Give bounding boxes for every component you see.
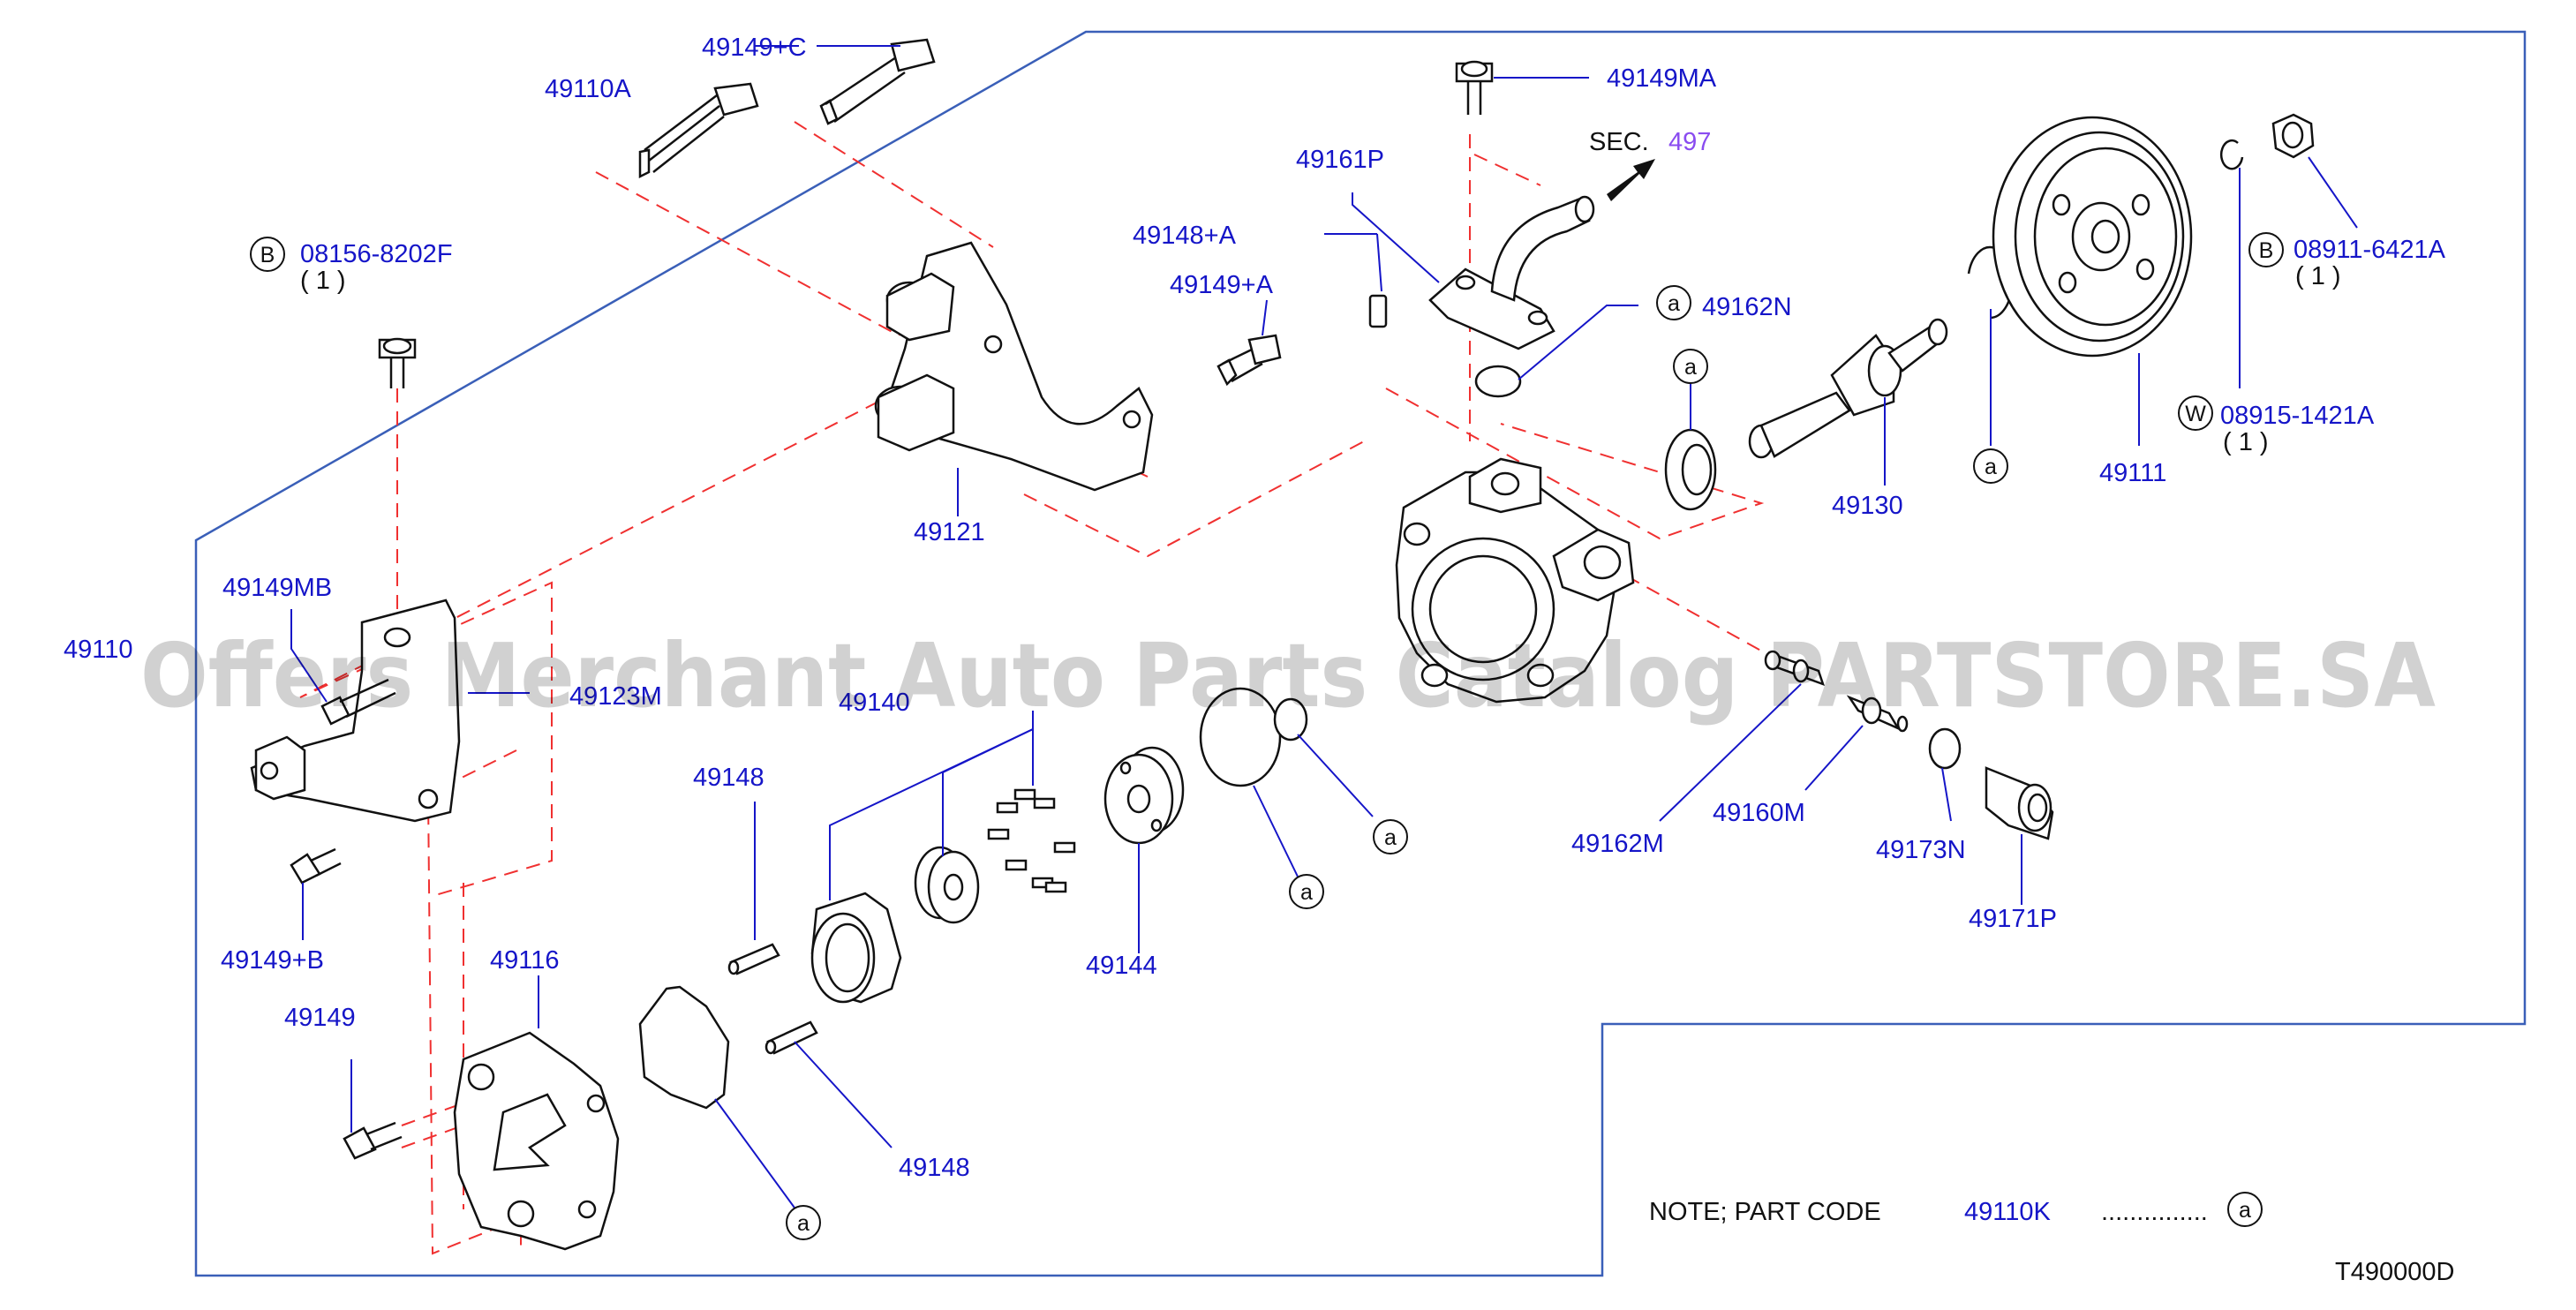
diagram-id: T490000D (2335, 1258, 2454, 1286)
label-49121: 49121 (914, 518, 985, 546)
label-49116: 49116 (490, 946, 560, 975)
label-49162n: 49162N (1702, 293, 1792, 321)
pulley-49111 (1992, 116, 2193, 358)
label-49149: 49149 (284, 1004, 356, 1032)
flow-valve-49162m (1764, 650, 1826, 687)
label-49149ma: 49149MA (1607, 64, 1717, 93)
bolt-49149 (343, 1121, 403, 1160)
svg-text:a: a (1684, 355, 1697, 380)
label-49110: 49110 (64, 636, 133, 664)
label-49130: 49130 (1832, 492, 1903, 520)
label-08911: 08911-6421A (2294, 236, 2446, 264)
vanes (987, 788, 1076, 893)
callout-b-08911: B (2248, 232, 2284, 267)
sec-arrow (1607, 159, 1655, 201)
label-49173n: 49173N (1876, 836, 1966, 864)
label-08156-qty: ( 1 ) (300, 267, 346, 295)
pump-body (1395, 457, 1635, 704)
svg-text:W: W (2185, 402, 2206, 426)
o-ring-small (1273, 697, 1308, 742)
svg-text:a: a (2239, 1198, 2251, 1223)
bolt-49110a (638, 82, 759, 179)
note-dots: ............... (2101, 1198, 2208, 1226)
svg-text:a: a (797, 1211, 810, 1236)
note-text: NOTE; PART CODE (1649, 1198, 1881, 1226)
callout-b-08156: B (250, 237, 285, 272)
pin-49148-upper (727, 943, 780, 975)
svg-text:B: B (2259, 238, 2274, 263)
label-49110a: 49110A (545, 75, 631, 103)
callout-a-o-ring-small: a (1373, 819, 1408, 855)
label-49149c: 49149+C (702, 34, 807, 62)
label-49111: 49111 (2099, 459, 2166, 487)
label-49148-top: 49148 (693, 764, 765, 792)
label-49140: 49140 (839, 689, 910, 717)
callout-a-seal: a (1673, 349, 1708, 384)
assembly-frame (194, 30, 2527, 1277)
label-08915-qty: ( 1 ) (2223, 428, 2269, 456)
svg-text:a: a (1300, 880, 1313, 905)
label-49149mb: 49149MB (222, 574, 332, 602)
valve-49160m (1846, 695, 1909, 733)
o-ring-large (1199, 687, 1282, 787)
watermark: Offers Merchant Auto Parts Catalog PARTS… (140, 624, 2436, 727)
callout-a-49162n: a (1656, 285, 1691, 320)
bolt-49149b (290, 847, 342, 885)
label-49161p: 49161P (1296, 146, 1384, 174)
label-sec-number: 497 (1668, 128, 1711, 156)
label-49160m: 49160M (1713, 799, 1805, 827)
callout-a-gasket: a (786, 1205, 821, 1240)
bolt-08156 (378, 337, 417, 388)
svg-text:a: a (1384, 825, 1397, 850)
label-08911-qty: ( 1 ) (2295, 262, 2341, 290)
bolt-49149ma (1455, 60, 1494, 115)
connector-49171p (1985, 766, 2054, 840)
callout-a-snap-ring: a (1973, 448, 2008, 484)
shaft-49130 (1748, 318, 1948, 459)
pipe-49161p (1428, 195, 1595, 350)
label-08156: 08156-8202F (300, 240, 453, 268)
label-49149a: 49149+A (1170, 271, 1274, 299)
o-ring-49162n (1474, 365, 1522, 398)
note-part-code: 49110K (1964, 1198, 2051, 1226)
label-49148a: 49148+A (1133, 222, 1237, 250)
bracket-49121 (874, 241, 1154, 492)
label-08915: 08915-1421A (2220, 402, 2375, 430)
label-49144: 49144 (1086, 952, 1157, 980)
callout-a-o-ring-large: a (1289, 874, 1324, 909)
label-49148-bottom: 49148 (899, 1154, 970, 1182)
svg-text:a: a (1985, 455, 1997, 479)
pin-49148-lower (765, 1020, 818, 1055)
cover-49116 (453, 1031, 620, 1251)
side-plate-49144 (1103, 746, 1185, 845)
pin-49148a (1368, 294, 1388, 328)
label-49149b: 49149+B (221, 946, 324, 975)
callout-markers: B B W a a a a a (250, 232, 2284, 1240)
cam-ring (810, 892, 902, 1004)
oil-seal (1664, 428, 1717, 511)
callout-a-note: a (2227, 1192, 2263, 1227)
bolt-49149a (1216, 334, 1282, 387)
rotor (914, 846, 980, 924)
bracket-49123m (250, 599, 461, 823)
nut (2271, 113, 2315, 159)
part-labels: 49149+C 49110A 49149MA SEC. 497 49161P 0… (64, 34, 2454, 1286)
o-ring-49173n (1928, 727, 1962, 770)
label-49162m: 49162M (1571, 830, 1664, 858)
lock-washer (2219, 139, 2244, 170)
gasket (638, 985, 730, 1110)
label-49171p: 49171P (1969, 905, 2057, 933)
label-sec: SEC. (1589, 128, 1649, 156)
svg-text:a: a (1668, 291, 1680, 316)
bolt-49149c (819, 38, 936, 125)
leader-lines (290, 45, 2358, 1215)
svg-text:B: B (260, 243, 275, 267)
bolt-49149mb (320, 678, 396, 726)
label-49123m: 49123M (569, 682, 662, 711)
callout-w-08915: W (2178, 395, 2213, 431)
